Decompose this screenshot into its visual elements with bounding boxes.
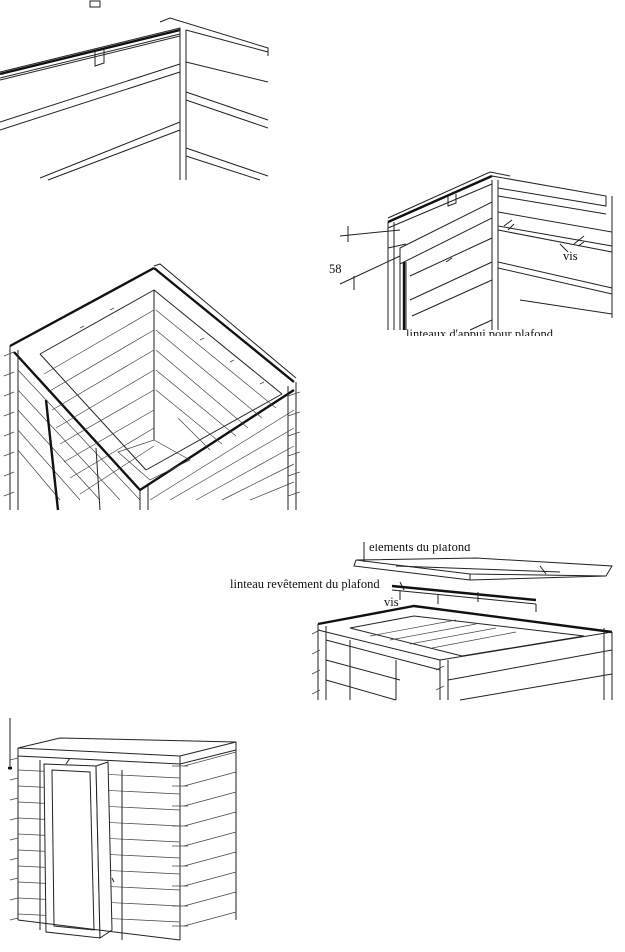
label-vis-step2: vis bbox=[563, 249, 578, 263]
fig3-wall-box bbox=[3, 263, 301, 511]
fig4-ceiling-exploded bbox=[311, 542, 613, 701]
label-vis-step4: vis bbox=[384, 595, 399, 609]
label-linteau-revetement: linteau revêtement du plafond bbox=[230, 577, 380, 591]
label-elements-plafond: éléments du plafond bbox=[369, 544, 471, 554]
fig1-corner-closeup bbox=[0, 0, 269, 181]
label-screw-number: 58 bbox=[329, 262, 342, 276]
fig5-assembled-shed bbox=[8, 718, 237, 941]
label-linteaux-appui: linteaux d'appui pour plafond bbox=[406, 328, 554, 336]
